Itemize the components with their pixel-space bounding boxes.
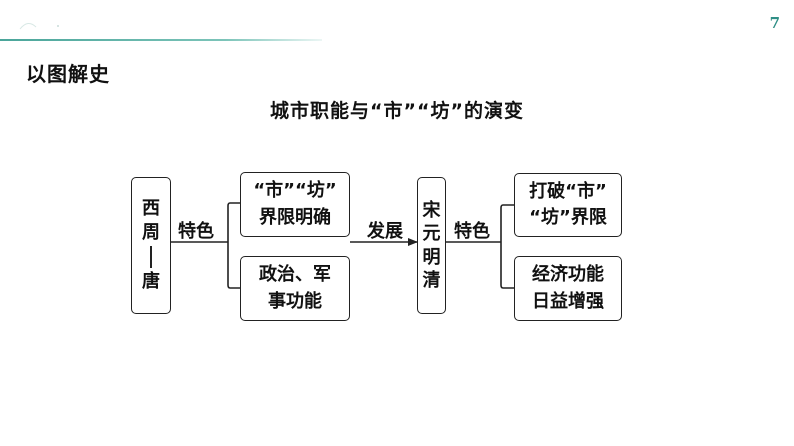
page-number: 7: [769, 14, 780, 32]
feature-box-1-line1: “市”“坊”: [253, 180, 337, 202]
bracket-right: [500, 204, 514, 289]
feature-box-4-line1: 经济功能: [532, 264, 604, 286]
header-decoration-icon: [19, 23, 59, 30]
feature-box-3-line2: “坊”界限: [529, 207, 607, 228]
period-left-char-3: 唐: [142, 271, 160, 293]
feature-box-economic-function: 经济功能 日益增强: [514, 256, 622, 321]
section-title: 以图解史: [26, 62, 110, 86]
period-left-char-1: 西: [142, 198, 160, 220]
diagram-title: 城市职能与“市”“坊”的演变: [270, 100, 524, 122]
feature-label-left: 特色: [178, 221, 214, 242]
feature-box-2-line1: 政治、军: [259, 264, 331, 286]
period-right-char-4: 清: [422, 269, 441, 291]
header-divider: [0, 39, 322, 41]
period-box-song-yuan-ming-qing: 宋 元 明 清: [417, 177, 446, 314]
feature-box-2-line2: 事功能: [268, 290, 322, 312]
period-right-char-3: 明: [422, 246, 441, 268]
develop-label: 发展: [367, 221, 403, 242]
bracket-left: [227, 202, 240, 289]
period-box-xizhou-tang: 西 周 唐: [131, 177, 171, 314]
feature-box-3-line1: 打破“市”: [529, 180, 607, 202]
period-right-char-1: 宋: [422, 199, 441, 221]
feature-box-1-line2: 界限明确: [259, 206, 331, 228]
period-dash: [150, 246, 152, 269]
feature-label-right: 特色: [454, 221, 490, 242]
period-right-char-2: 元: [422, 223, 441, 245]
period-left-char-2: 周: [142, 221, 160, 243]
feature-box-break-boundary: 打破“市” “坊”界限: [514, 173, 622, 237]
feature-box-4-line2: 日益增强: [532, 290, 604, 312]
feature-box-boundary-clear: “市”“坊” 界限明确: [240, 172, 350, 237]
feature-box-political-military: 政治、军 事功能: [240, 256, 350, 321]
